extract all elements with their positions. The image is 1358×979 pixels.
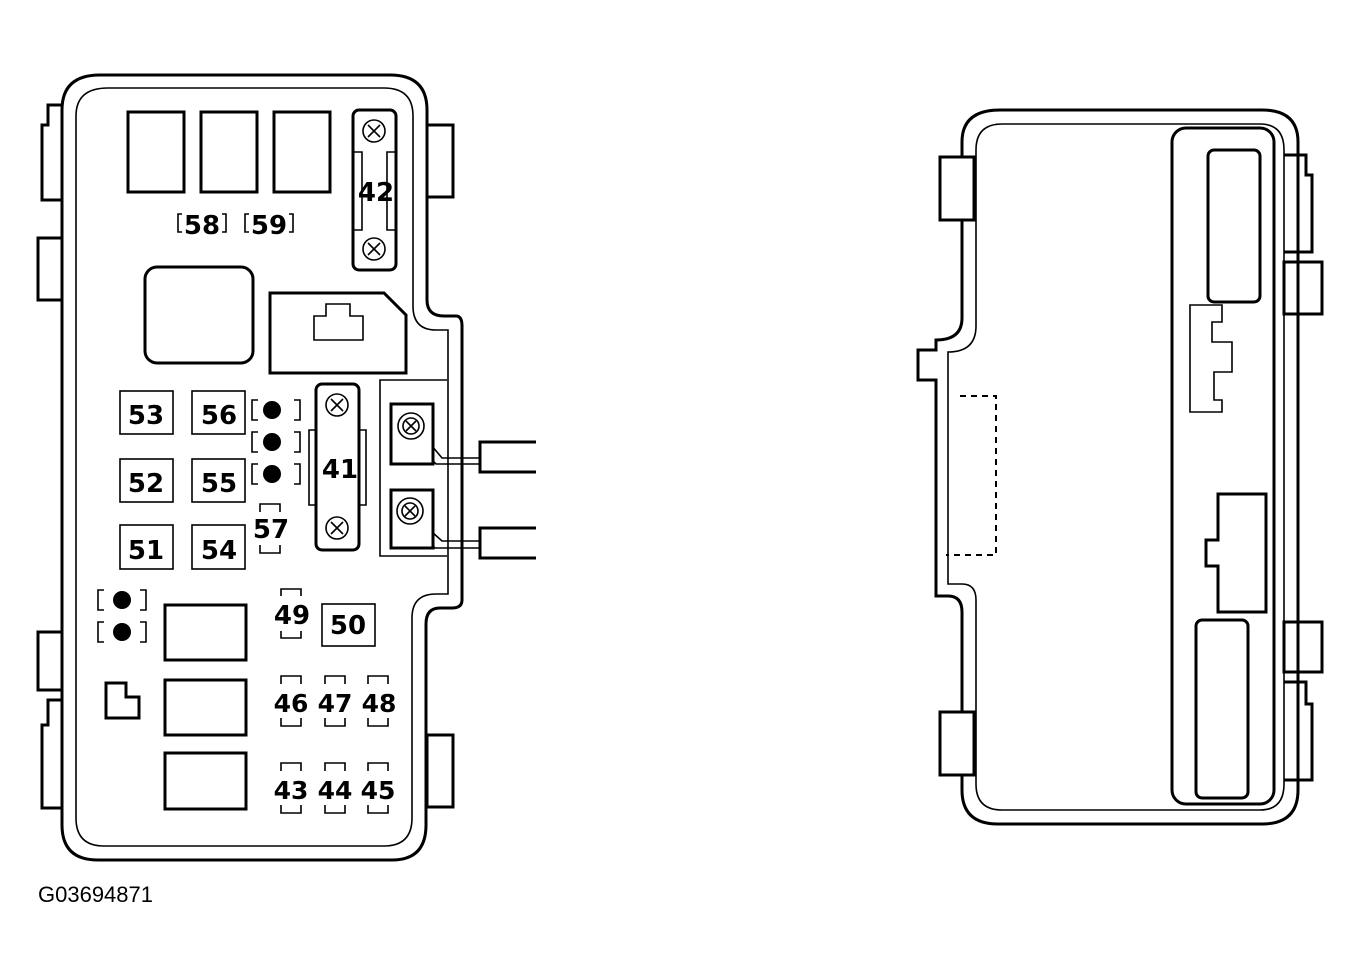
diode-slot-5 <box>97 621 147 643</box>
fuse-45: 45 <box>361 762 396 814</box>
fuse-54: 54 <box>191 524 246 570</box>
small-relay-slot <box>104 681 141 720</box>
relay-slot-6 <box>163 751 248 811</box>
fuse-57: 57 <box>253 503 289 554</box>
fuse-58: 58 <box>177 211 227 241</box>
fuse-box-front: 58 59 42 53 56 <box>36 73 536 862</box>
fuse-55: 55 <box>191 458 246 503</box>
svg-text:50: 50 <box>330 611 366 641</box>
battery-terminals <box>379 379 536 560</box>
svg-text:58: 58 <box>184 211 220 241</box>
figure-code: G03694871 <box>38 882 153 907</box>
diode-slot-3 <box>251 463 301 485</box>
fuse-52: 52 <box>119 458 174 503</box>
svg-text:41: 41 <box>322 455 358 485</box>
svg-text:57: 57 <box>253 515 289 545</box>
fuse-50: 50 <box>321 603 376 647</box>
diode-slot-1 <box>251 399 301 421</box>
svg-text:44: 44 <box>318 776 353 805</box>
svg-text:46: 46 <box>274 689 309 718</box>
relay-slot-4 <box>163 603 248 662</box>
large-relay-slot <box>143 265 255 365</box>
fuse-59: 59 <box>244 211 294 241</box>
relay-slot-3 <box>272 110 332 194</box>
svg-text:59: 59 <box>251 211 287 241</box>
fuse-box-cover <box>916 108 1324 826</box>
connector-socket <box>268 291 408 375</box>
fuse-46: 46 <box>274 675 309 727</box>
svg-text:42: 42 <box>358 178 394 208</box>
diode-slot-4 <box>97 589 147 611</box>
fuse-48: 48 <box>362 675 397 727</box>
svg-text:53: 53 <box>128 401 164 431</box>
relay-slot-2 <box>199 110 259 194</box>
fuse-53: 53 <box>119 390 174 435</box>
svg-text:47: 47 <box>318 689 353 718</box>
svg-text:43: 43 <box>274 776 309 805</box>
fuse-51: 51 <box>119 524 174 570</box>
svg-text:51: 51 <box>128 536 164 566</box>
svg-text:52: 52 <box>128 469 164 499</box>
fuse-49: 49 <box>274 588 310 639</box>
fuse-41: 41 <box>308 382 367 552</box>
svg-text:56: 56 <box>201 401 237 431</box>
svg-text:48: 48 <box>362 689 397 718</box>
svg-text:49: 49 <box>274 601 310 631</box>
diode-slot-2 <box>251 431 301 453</box>
fuse-44: 44 <box>318 762 353 814</box>
fuse-47: 47 <box>318 675 353 727</box>
relay-slot-5 <box>163 678 248 737</box>
fuse-43: 43 <box>274 762 309 814</box>
relay-slot-1 <box>126 110 186 194</box>
svg-text:55: 55 <box>201 469 237 499</box>
svg-text:45: 45 <box>361 776 396 805</box>
svg-text:54: 54 <box>201 536 237 566</box>
fuse-42: 42 <box>351 108 398 272</box>
fuse-56: 56 <box>191 390 246 435</box>
